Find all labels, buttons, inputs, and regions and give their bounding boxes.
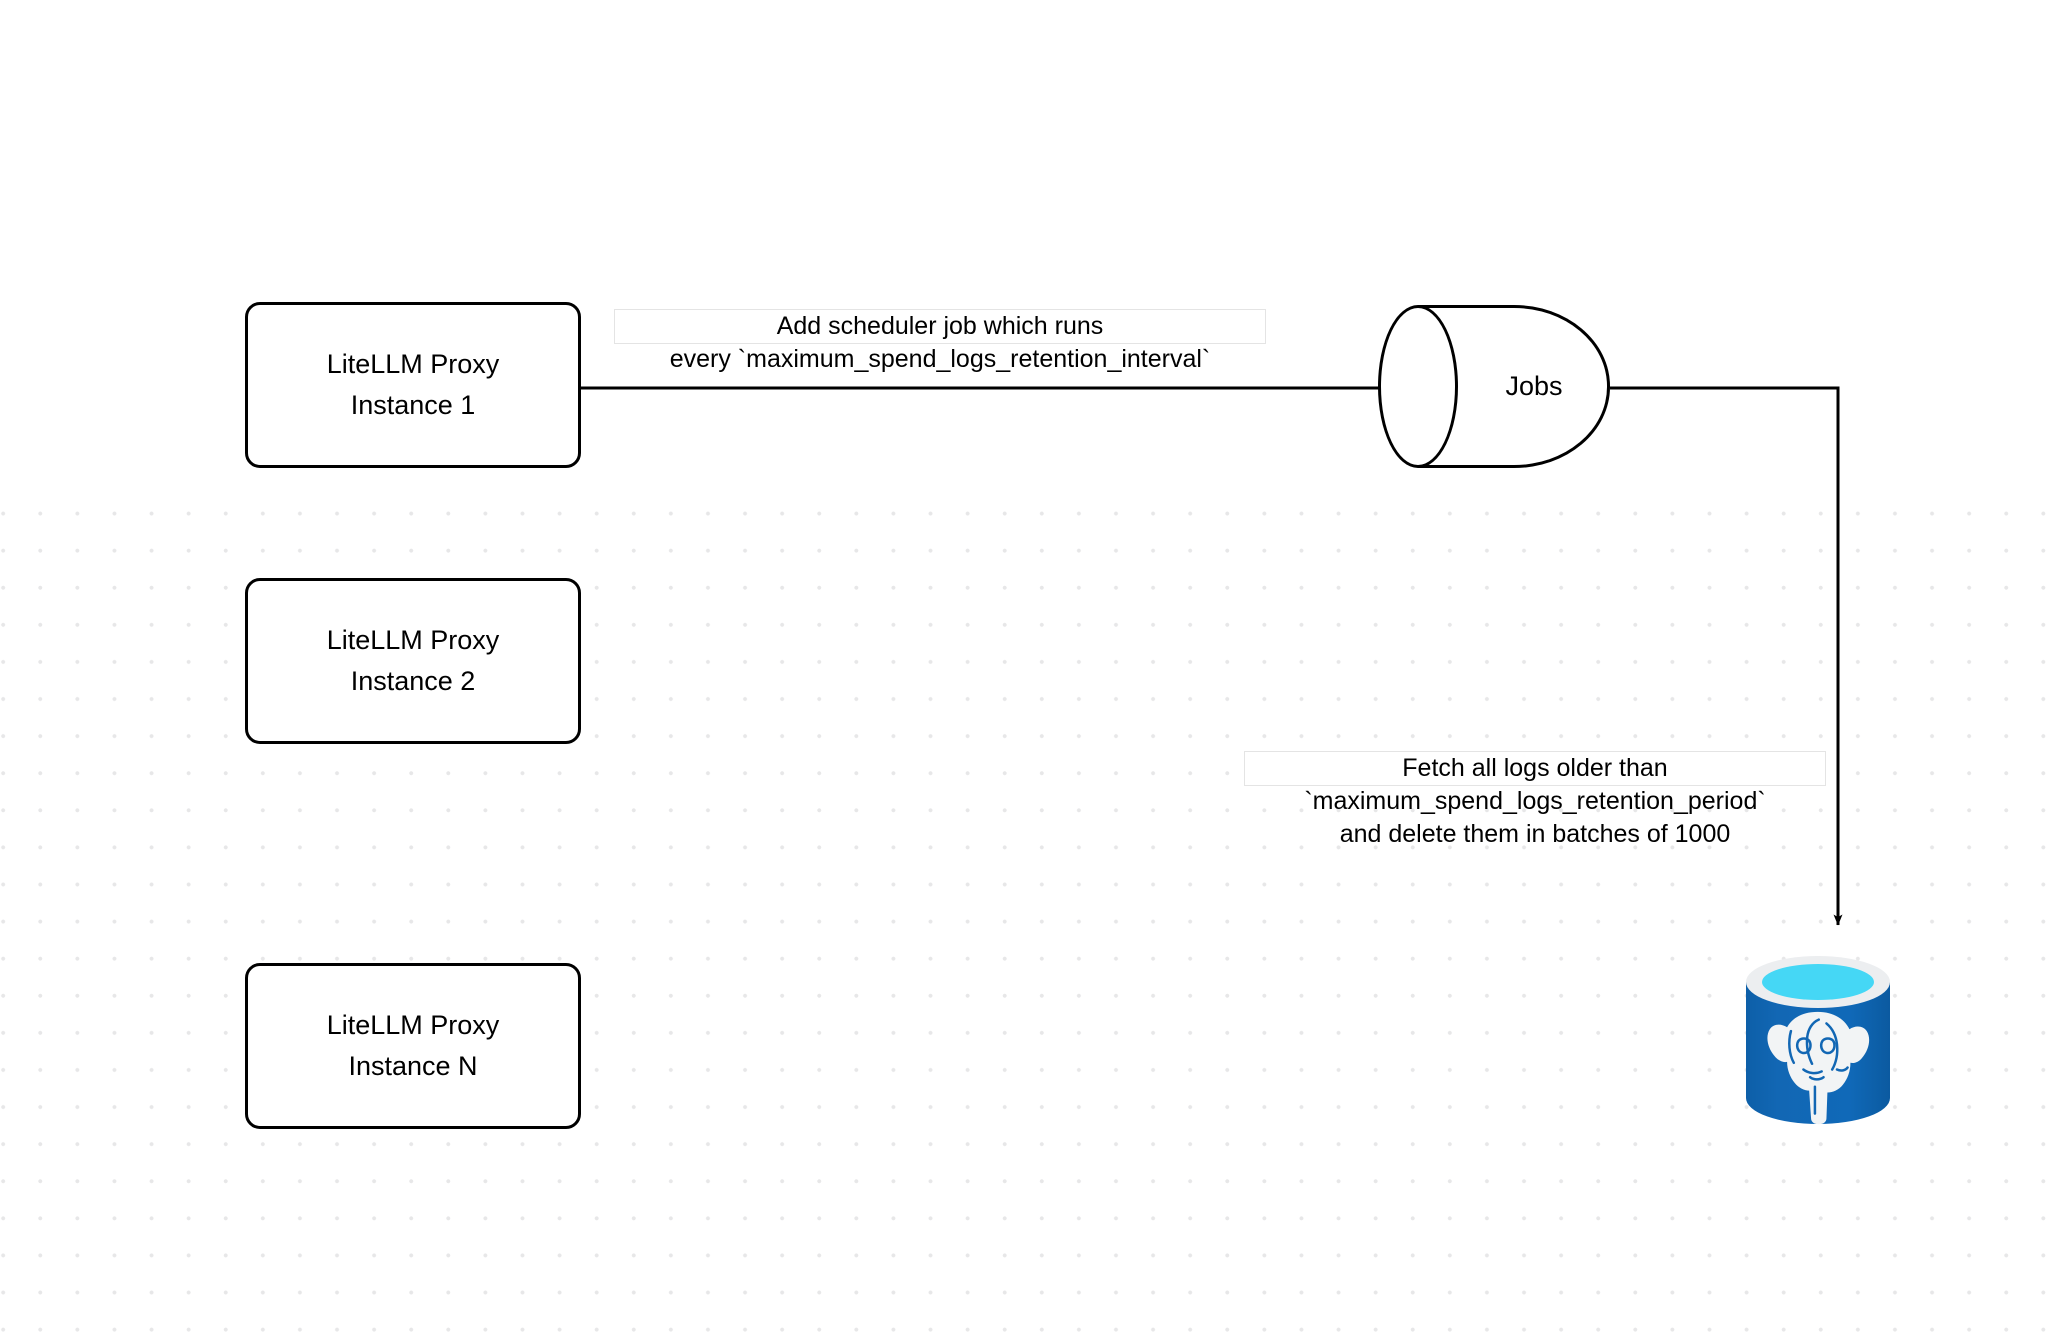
node-litellm-proxy-instance-n[interactable]: LiteLLM Proxy Instance N <box>245 963 581 1129</box>
edge-label-line1: Fetch all logs older than <box>1245 752 1825 785</box>
edge-label-add-scheduler-job: Add scheduler job which runs every `maxi… <box>615 310 1265 376</box>
node-litellm-proxy-instance-2[interactable]: LiteLLM Proxy Instance 2 <box>245 578 581 744</box>
edge-label-line3: and delete them in batches of 1000 <box>1339 820 1731 848</box>
postgresql-database-icon[interactable] <box>1744 952 1892 1128</box>
node-label-line2: Instance 1 <box>350 390 476 420</box>
node-label-line1: LiteLLM Proxy <box>326 349 500 379</box>
jobs-cylinder-cap <box>1378 305 1458 468</box>
edge-label-line1: Add scheduler job which runs <box>615 310 1265 343</box>
edge-line-jobs-to-database <box>1610 386 1843 926</box>
node-label-line1: LiteLLM Proxy <box>326 625 500 655</box>
node-label-line2: Instance N <box>348 1051 478 1081</box>
edge-label-line2: `maximum_spend_logs_retention_period` <box>1304 787 1766 815</box>
node-label-line1: LiteLLM Proxy <box>326 1010 500 1040</box>
jobs-label: Jobs <box>1505 371 1563 401</box>
node-label-line2: Instance 2 <box>350 666 476 696</box>
node-litellm-proxy-instance-1[interactable]: LiteLLM Proxy Instance 1 <box>245 302 581 468</box>
node-jobs-cylinder[interactable]: Jobs <box>1378 305 1610 468</box>
edge-label-line2: every `maximum_spend_logs_retention_inte… <box>669 345 1211 373</box>
edge-label-fetch-and-delete-logs: Fetch all logs older than `maximum_spend… <box>1245 752 1825 851</box>
